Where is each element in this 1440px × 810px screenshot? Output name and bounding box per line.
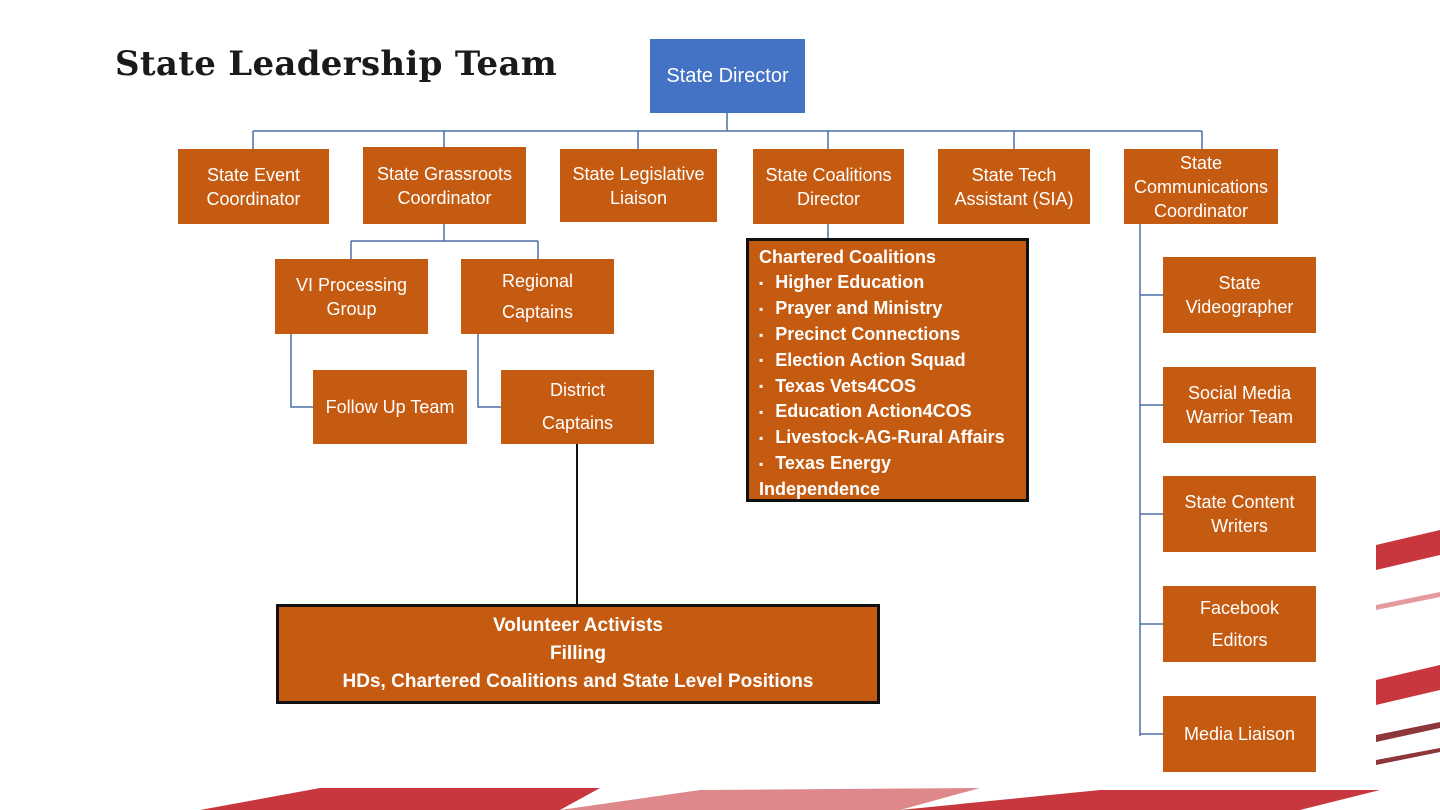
media-liaison-box: Media Liaison bbox=[1163, 696, 1316, 772]
state-tech-assistant-box: State Tech Assistant (SIA) bbox=[938, 149, 1090, 224]
social-media-warrior-team-box: Social Media Warrior Team bbox=[1163, 367, 1316, 443]
district-captains-box: District Captains bbox=[501, 370, 654, 444]
coalition-item: Prayer and Ministry bbox=[759, 296, 1016, 322]
coalition-item: Texas Vets4COS bbox=[759, 374, 1016, 400]
coalition-item: Election Action Squad bbox=[759, 348, 1016, 374]
chartered-coalitions-heading: Chartered Coalitions bbox=[759, 247, 937, 267]
coalition-item: Texas Energy Independence bbox=[759, 451, 1016, 502]
state-communications-coordinator-box: State Communications Coordinator bbox=[1124, 149, 1278, 224]
coalitions-list: Higher EducationPrayer and MinistryPreci… bbox=[759, 270, 1016, 528]
decorative-red-streaks bbox=[200, 530, 1440, 810]
state-director-box: State Director bbox=[650, 39, 805, 113]
coalition-item: Education Action4COS bbox=[759, 399, 1016, 425]
state-legislative-liaison-box: State Legislative Liaison bbox=[560, 149, 717, 222]
volunteer-line-3: HDs, Chartered Coalitions and State Leve… bbox=[342, 671, 814, 692]
page-title: State Leadership Team bbox=[115, 44, 558, 84]
coalition-item: Precinct Connections bbox=[759, 322, 1016, 348]
volunteer-line-1: Volunteer Activists bbox=[493, 615, 663, 636]
vi-processing-group-box: VI Processing Group bbox=[275, 259, 428, 334]
volunteer-line-2: Filling bbox=[550, 643, 606, 664]
state-content-writers-box: State Content Writers bbox=[1163, 476, 1316, 552]
regional-captains-box: Regional Captains bbox=[461, 259, 614, 334]
state-coalitions-director-box: State Coalitions Director bbox=[753, 149, 904, 224]
state-event-coordinator-box: State Event Coordinator bbox=[178, 149, 329, 224]
coalition-item: Legislative Action bbox=[759, 502, 1016, 528]
chartered-coalitions-box: Chartered Coalitions Higher EducationPra… bbox=[746, 238, 1029, 524]
state-grassroots-coordinator-box: State Grassroots Coordinator bbox=[363, 147, 526, 224]
facebook-editors-box: Facebook Editors bbox=[1163, 586, 1316, 662]
coalition-item: Livestock-AG-Rural Affairs bbox=[759, 425, 1016, 451]
follow-up-team-box: Follow Up Team bbox=[313, 370, 467, 444]
coalition-item: Higher Education bbox=[759, 270, 1016, 296]
state-videographer-box: State Videographer bbox=[1163, 257, 1316, 333]
volunteer-activists-box: Volunteer Activists Filling HDs, Charter… bbox=[276, 604, 880, 704]
